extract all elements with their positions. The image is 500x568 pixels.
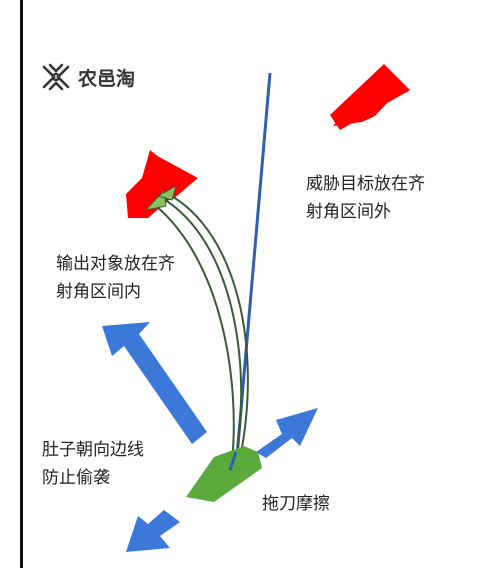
shell-arrowheads (144, 184, 177, 211)
shell-trajectories (155, 193, 249, 463)
output-target-label: 输出对象放在齐 射角区间内 (56, 254, 175, 302)
own-ship-heading-stub (228, 451, 238, 471)
output-ship-tip (145, 152, 198, 200)
move-arrow-down-left (126, 510, 180, 552)
map-edge-line (20, 0, 23, 568)
threat-target-label: 威胁目标放在齐 射角区间外 (306, 174, 425, 222)
move-arrow-up-right (256, 408, 318, 458)
own-ship-icon (186, 446, 262, 502)
brand-logo: 农邑淘 (40, 60, 135, 94)
blade-rub-label: 拖刀摩擦 (262, 494, 330, 514)
belly-to-edge-label: 肚子朝向边线 防止偷袭 (42, 440, 144, 488)
move-arrow-up-left (102, 322, 207, 444)
knot-logo-icon (42, 63, 70, 91)
threat-ship-body (330, 64, 410, 130)
logo-text: 农邑淘 (78, 67, 136, 90)
